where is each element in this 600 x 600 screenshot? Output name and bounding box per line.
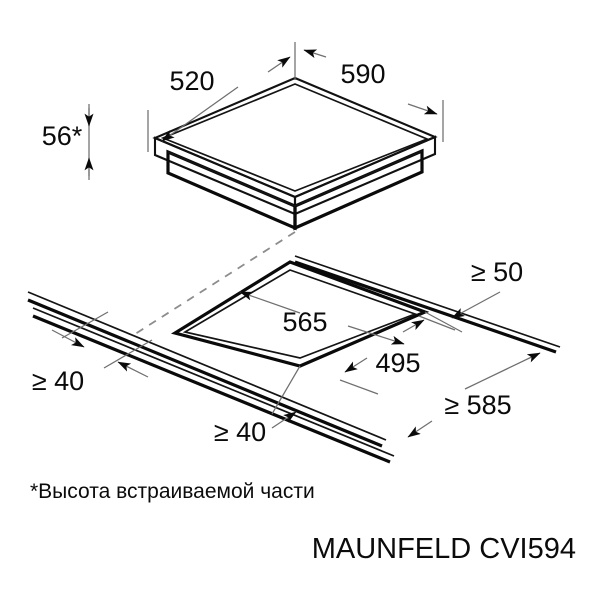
dimension-clearance-front: ≥ 40 bbox=[214, 365, 301, 447]
leader-ge585-up bbox=[464, 352, 541, 390]
footnote-text: *Высота встраиваемой части bbox=[30, 480, 315, 503]
dimension-hob-width: 590 bbox=[267, 42, 444, 142]
ext-line-495-bottom bbox=[339, 379, 379, 395]
dim-label-ge585: ≥ 585 bbox=[444, 390, 511, 420]
worktop-cutout-inner-edge bbox=[182, 269, 418, 359]
leader-590-left bbox=[267, 56, 291, 73]
ext-line-ge50 bbox=[424, 311, 463, 333]
dimension-cutout-width: 565 bbox=[239, 291, 405, 345]
dim-label-56: 56* bbox=[42, 121, 83, 151]
cooktop-recess-top-edge bbox=[167, 150, 423, 207]
dim-label-590: 590 bbox=[340, 59, 385, 89]
dimension-hob-height: 56* bbox=[42, 104, 94, 180]
worktop-front-left-edge-lower-inner bbox=[32, 307, 395, 457]
dimension-worktop-depth: ≥ 585 bbox=[407, 352, 541, 438]
dim-label-520: 520 bbox=[169, 66, 214, 96]
leader-ge585-down bbox=[407, 420, 433, 438]
dim-label-ge40-front: ≥ 40 bbox=[214, 417, 266, 447]
leader-520 bbox=[161, 86, 239, 142]
ext-line-ge40-front bbox=[271, 365, 301, 415]
leader-ge40-left-a bbox=[51, 329, 85, 348]
leader-565-left bbox=[239, 291, 301, 314]
leader-565-right bbox=[347, 325, 405, 345]
leader-ge50 bbox=[451, 291, 501, 319]
dim-label-565: 565 bbox=[282, 307, 327, 337]
dim-label-ge50: ≥ 50 bbox=[471, 257, 523, 287]
leader-495-down bbox=[344, 357, 368, 373]
dim-label-495: 495 bbox=[375, 348, 420, 378]
dim-label-ge40-left: ≥ 40 bbox=[32, 366, 84, 396]
ext-line-ge40-left bbox=[61, 311, 109, 339]
leader-ge40-left-b bbox=[117, 361, 149, 378]
worktop-front-left-edge-inner bbox=[27, 291, 387, 441]
cooktop-top-bevel bbox=[160, 83, 430, 192]
worktop-rear-edge bbox=[294, 260, 557, 354]
model-name-label: MAUNFELD CVI594 bbox=[312, 533, 576, 565]
cooktop-body bbox=[152, 76, 438, 231]
dimension-clearance-rear: ≥ 50 bbox=[424, 257, 523, 333]
leader-590-right bbox=[407, 103, 438, 115]
ext-line-495-top bbox=[418, 315, 456, 331]
leader-495-up bbox=[402, 319, 425, 333]
dimension-hob-depth: 520 bbox=[147, 66, 239, 152]
worktop-front-left-edge-lower bbox=[32, 314, 391, 464]
dimension-clearance-left: ≥ 40 bbox=[32, 311, 153, 396]
projection-dashed-line bbox=[131, 231, 296, 337]
dimension-cutout-depth: 495 bbox=[339, 315, 456, 395]
ext-line-ge40-left-2 bbox=[103, 339, 153, 369]
worktop-rear-edge-inner bbox=[294, 255, 561, 348]
worktop-assembly bbox=[27, 255, 561, 464]
leader-ge40-front bbox=[271, 411, 297, 429]
leader-590-inner bbox=[303, 49, 327, 59]
